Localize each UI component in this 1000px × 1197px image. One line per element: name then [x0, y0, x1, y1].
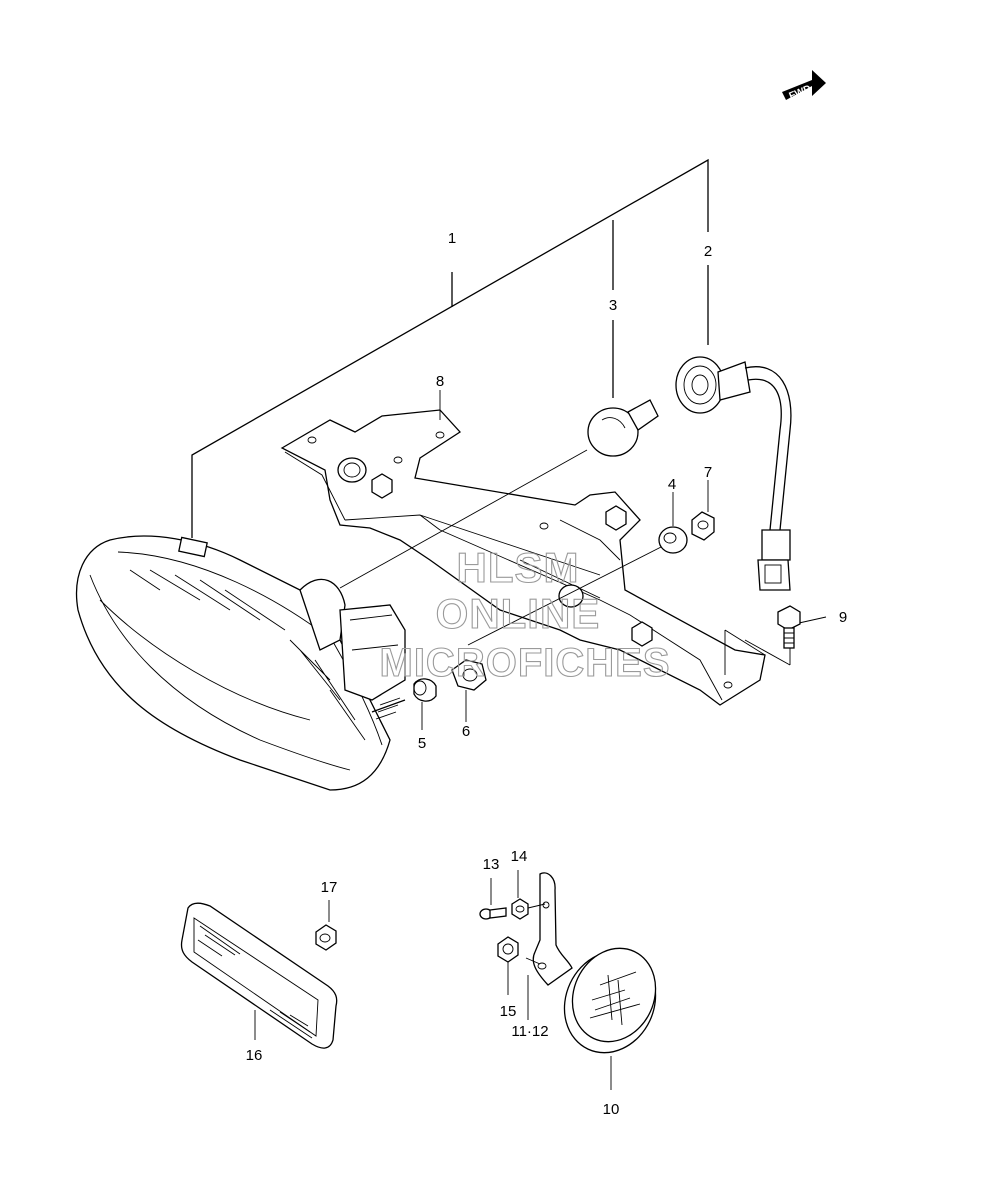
watermark-line-3: MICROFICHES — [380, 641, 671, 685]
leader-bracket — [191, 158, 709, 538]
callout-7: 7 — [704, 464, 712, 481]
reflector-icon — [180, 902, 338, 1049]
screw-icon — [479, 878, 507, 920]
watermark-line-2: ONLINE — [436, 590, 601, 637]
callout-labels: 1 2 3 4 5 6 7 8 9 10 11·12 13 14 15 16 1… — [246, 230, 848, 1118]
license-bracket-icon — [525, 872, 573, 1020]
grommet-icon — [451, 659, 487, 691]
mounting-bracket — [280, 409, 766, 706]
tail-lamp-assembly — [75, 535, 406, 791]
callout-9: 9 — [839, 609, 847, 626]
callout-17: 17 — [321, 879, 338, 896]
callout-1: 1 — [448, 230, 456, 247]
callout-4: 4 — [668, 476, 676, 493]
watermark-line-1: HLSM — [457, 544, 580, 591]
socket-harness-icon — [675, 356, 792, 591]
nut-17-icon — [315, 900, 337, 951]
callout-16: 16 — [246, 1047, 263, 1064]
fwd-arrow-icon: FWD — [782, 70, 826, 102]
nut-14-icon — [511, 870, 529, 920]
callout-stubs — [421, 390, 709, 730]
bulb-icon — [587, 399, 659, 457]
callout-10: 10 — [603, 1101, 620, 1118]
license-lamp-icon — [563, 947, 657, 1090]
nut-icon — [691, 511, 715, 541]
callout-3: 3 — [609, 297, 617, 314]
leader-lines — [339, 449, 827, 666]
callout-6: 6 — [462, 723, 470, 740]
washer-icon — [658, 526, 688, 554]
nut-15-icon — [497, 936, 519, 995]
spacer-icon — [413, 678, 437, 702]
watermark: HLSM ONLINE MICROFICHES — [379, 543, 671, 685]
callout-8: 8 — [436, 373, 444, 390]
callout-11-12: 11·12 — [511, 1023, 548, 1040]
callout-14: 14 — [511, 848, 528, 865]
callout-13: 13 — [483, 856, 500, 873]
callout-2: 2 — [704, 243, 712, 260]
callout-15: 15 — [500, 1003, 517, 1020]
bolt-icon — [777, 605, 801, 649]
fwd-label: FWD — [788, 83, 813, 102]
callout-5: 5 — [418, 735, 426, 752]
